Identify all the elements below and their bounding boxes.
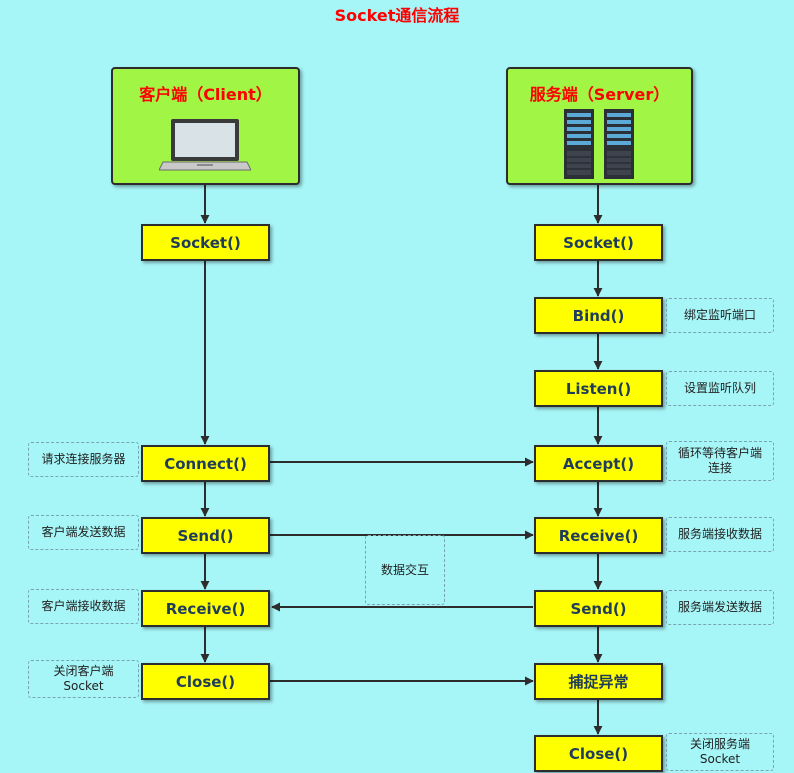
server-socket-step: Socket() [534, 224, 663, 261]
client-close-step: Close() [141, 663, 270, 700]
server-close-note: 关闭服务端 Socket [666, 733, 774, 771]
client-header-label: 客户端（Client） [139, 85, 272, 104]
server-listen-note: 设置监听队列 [666, 371, 774, 406]
server-accept-note-line1: 循环等待客户端 [677, 446, 762, 460]
server-close-note-line1: 关闭服务端 [689, 737, 750, 751]
server-receive-note: 服务端接收数据 [666, 517, 774, 552]
server-accept-note: 循环等待客户端 连接 [666, 441, 774, 481]
server-rack-icon [564, 109, 634, 179]
laptop-icon [159, 119, 251, 171]
diagram-title: Socket通信流程 [334, 6, 460, 25]
server-accept-note-line2: 连接 [707, 461, 732, 475]
client-send-step: Send() [141, 517, 270, 554]
client-connect-note: 请求连接服务器 [28, 442, 139, 477]
server-send-step: Send() [534, 590, 663, 627]
server-catch-exception-step: 捕捉异常 [534, 663, 663, 700]
client-socket-step: Socket() [141, 224, 270, 261]
client-close-note-line1: 关闭客户端 [53, 664, 114, 678]
server-close-note-line2: Socket [699, 752, 741, 766]
server-bind-step: Bind() [534, 297, 663, 334]
client-receive-note: 客户端接收数据 [28, 589, 139, 624]
server-header-label: 服务端（Server） [529, 85, 670, 104]
server-receive-step: Receive() [534, 517, 663, 554]
server-close-step: Close() [534, 735, 663, 772]
server-accept-step: Accept() [534, 445, 663, 482]
server-header-box: 服务端（Server） [506, 67, 693, 185]
server-listen-step: Listen() [534, 370, 663, 407]
server-bind-note: 绑定监听端口 [666, 298, 774, 333]
client-header-box: 客户端（Client） [111, 67, 300, 185]
client-close-note: 关闭客户端 Socket [28, 660, 139, 698]
server-send-note: 服务端发送数据 [666, 590, 774, 625]
client-connect-step: Connect() [141, 445, 270, 482]
client-receive-step: Receive() [141, 590, 270, 627]
client-close-note-line2: Socket [63, 679, 104, 693]
client-send-note: 客户端发送数据 [28, 515, 139, 550]
data-exchange-note: 数据交互 [365, 535, 445, 605]
